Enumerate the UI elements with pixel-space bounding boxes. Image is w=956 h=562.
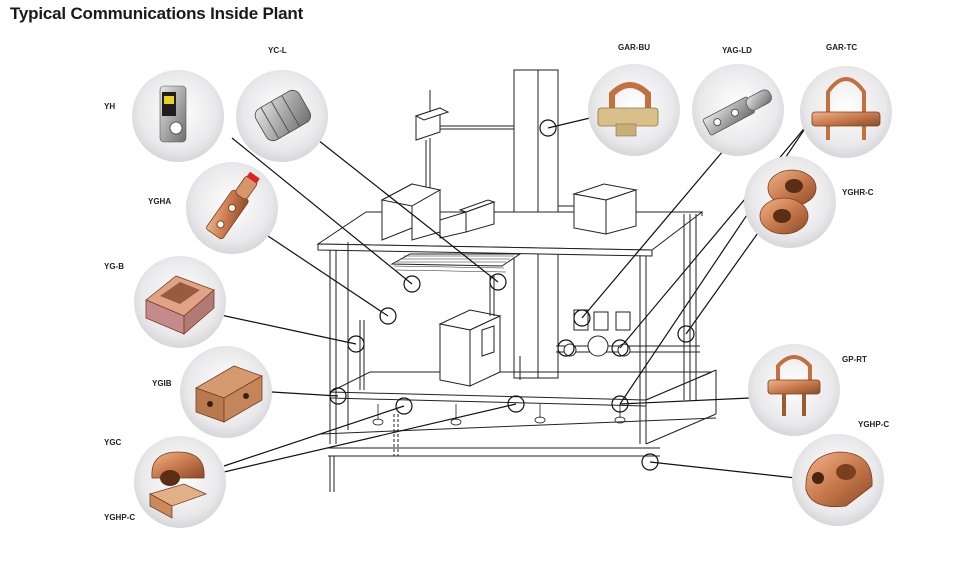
two-hole-lug-icon [702, 89, 772, 136]
u-bolt-clamp-icon [597, 82, 659, 137]
bubble-gar-bu [588, 64, 680, 156]
callout-circles [329, 119, 695, 471]
plant-structure [316, 69, 717, 492]
bubble-yh [132, 70, 224, 162]
diagram-title: Typical Communications Inside Plant [10, 4, 304, 23]
part-label-ygib: YGIB [152, 379, 172, 388]
bubble-yghp-c-right [792, 434, 884, 526]
part-label-yghp-c-left: YGHP-C [104, 513, 136, 522]
c-tap-icon [148, 451, 208, 519]
bubble-yg-b [134, 256, 226, 348]
insulated-block-icon [195, 365, 263, 423]
part-label-yghp-c-right: YGHP-C [858, 420, 890, 429]
part-label-gp-rt: GP-RT [842, 355, 867, 364]
part-label-gar-bu: GAR-BU [618, 43, 650, 52]
part-label-yghr-c: YGHR-C [842, 188, 874, 197]
block-connector-icon [145, 275, 215, 335]
u-bolt-clamp-icon [811, 77, 881, 140]
bubble-ygib [180, 346, 272, 438]
crimp-sleeve-icon [254, 89, 311, 142]
figure-eight-connector-icon [759, 169, 817, 235]
part-label-yg-b: YG-B [104, 262, 124, 271]
bubble-gar-tc [800, 66, 892, 158]
part-label-yh: YH [104, 102, 116, 111]
part-label-yc-l: YC-L [268, 46, 287, 55]
part-label-ygc: YGC [104, 438, 122, 447]
bubble-yghr-c [744, 156, 836, 248]
part-label-yag-ld: YAG-LD [722, 46, 752, 55]
bubble-yag-ld [692, 64, 784, 156]
bubble-ygc [134, 436, 226, 528]
bubble-yc-l [236, 70, 328, 162]
two-hole-lug-icon [206, 171, 260, 240]
part-label-ygha: YGHA [148, 197, 172, 206]
bubble-ygha [186, 162, 278, 254]
part-label-gar-tc: GAR-TC [826, 43, 858, 52]
yellow-black-lug-icon [159, 85, 187, 143]
leader-lines [215, 117, 809, 479]
bubble-gp-rt [748, 344, 840, 436]
u-bolt-clamp-icon [767, 355, 821, 416]
c-tap-icon [805, 451, 873, 508]
